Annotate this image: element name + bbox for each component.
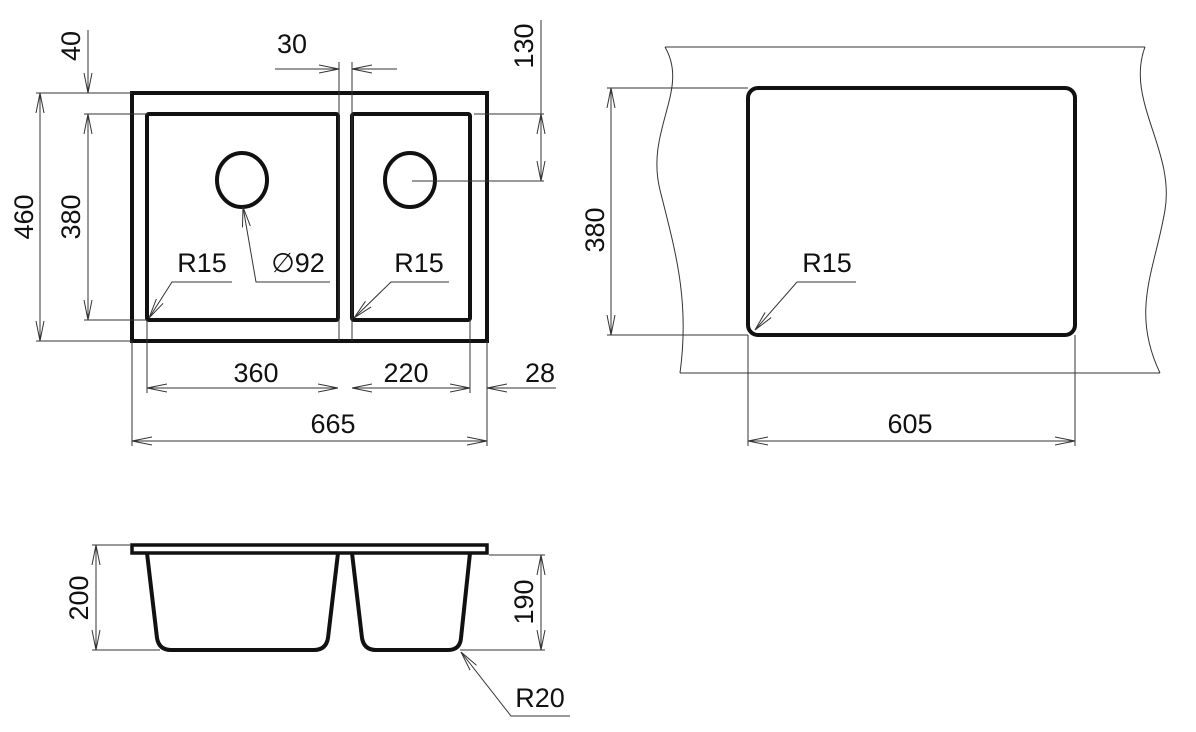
left-bowl-section (145, 552, 340, 652)
break-line-right (1139, 46, 1167, 374)
dim-overall-height: 200 (64, 575, 94, 620)
sink-outline (130, 91, 489, 343)
label-corner-radius-right: R15 (394, 248, 444, 278)
dim-left-bowl-width: 360 (233, 358, 278, 388)
dim-drain-offset: 130 (509, 23, 539, 68)
label-bottom-radius: R20 (515, 683, 565, 713)
left-bowl (145, 112, 340, 322)
break-line-left (656, 46, 684, 374)
dim-bowl-height: 190 (509, 579, 539, 624)
rim-section (130, 543, 489, 555)
right-bowl (350, 112, 472, 322)
dim-cutout-depth: 380 (580, 207, 610, 252)
cutout-view: 380 R15 605 (580, 46, 1167, 446)
dim-divider: 30 (277, 29, 307, 59)
label-corner-radius-left: R15 (177, 248, 227, 278)
section-view: 200 190 R20 (64, 543, 570, 717)
dim-overall-width: 665 (310, 409, 355, 439)
left-drain-hole (215, 151, 269, 209)
right-bowl-section (350, 552, 472, 652)
dim-right-bowl-width: 220 (383, 358, 428, 388)
right-drain-hole (383, 151, 437, 209)
cutout-outline (746, 86, 1077, 337)
dim-overall-depth: 460 (9, 194, 39, 239)
label-cutout-radius: R15 (802, 248, 852, 278)
label-drain-diameter: ∅92 (271, 248, 325, 278)
dim-rim-side: 28 (525, 358, 555, 388)
dim-rim-top: 40 (56, 31, 86, 61)
plan-view: 460 380 40 30 130 R15 R15 ∅92 (9, 20, 556, 446)
dim-bowl-depth: 380 (56, 194, 86, 239)
dim-cutout-width: 605 (887, 409, 932, 439)
